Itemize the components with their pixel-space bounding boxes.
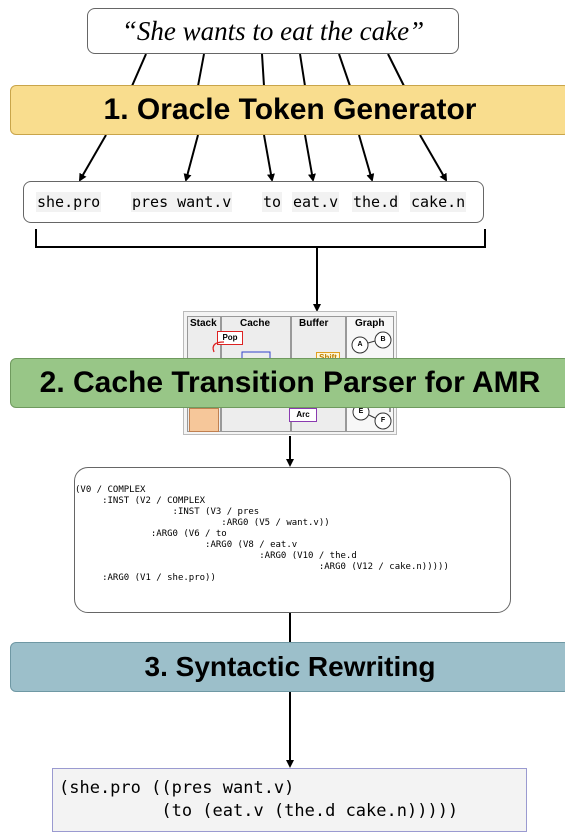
node-f-label: F (380, 417, 386, 424)
input-sentence: “She wants to eat the cake” (87, 8, 459, 54)
token-the-d: the.d (352, 192, 400, 212)
tokens-bracket (35, 229, 486, 248)
node-b-label: B (380, 336, 386, 343)
oracle-token-generator-band: 1. Oracle Token Generator (10, 85, 565, 135)
amr-line-8: :ARG0 (V12 / cake.n))))) (75, 562, 449, 572)
amr-line-4: :ARG0 (V5 / want.v)) (75, 518, 330, 528)
token-cake-n: cake.n (410, 192, 467, 212)
final-line-2: (to (eat.v (the.d cake.n))))) (59, 801, 459, 821)
amr-line-1: (V0 / COMPLEX (75, 485, 146, 495)
stack-title: Stack (190, 318, 217, 329)
syntactic-rewriting-band: 3. Syntactic Rewriting (10, 642, 565, 692)
graph-nodes (212, 331, 392, 430)
token-eat-v: eat.v (292, 192, 340, 212)
oracle-tokens-box: she.pro pres want.v to eat.v the.d cake.… (23, 181, 484, 223)
final-line-1: (she.pro ((pres want.v) (59, 778, 295, 798)
cache-transition-parser-band: 2. Cache Transition Parser for AMR (10, 358, 565, 408)
token-she-pro: she.pro (36, 192, 102, 212)
amr-line-9: :ARG0 (V1 / she.pro)) (75, 573, 216, 583)
oracle-to-tokens-arrows (78, 134, 448, 182)
node-e-label: E (358, 408, 364, 415)
arc-label: Arc (289, 408, 317, 422)
stack-block (189, 408, 219, 432)
token-to: to (262, 192, 283, 212)
buffer-title: Buffer (299, 318, 329, 329)
amr-output-box: (V0 / COMPLEX :INST (V2 / COMPLEX :INST … (74, 467, 511, 613)
amr-line-5: :ARG0 (V6 / to (75, 529, 227, 539)
amr-line-3: :INST (V3 / pres (75, 507, 260, 517)
sentence-to-oracle-lines (131, 53, 405, 87)
amr-line-6: :ARG0 (V8 / eat.v (75, 540, 298, 550)
graph-title: Graph (355, 318, 385, 329)
amr-line-7: :ARG0 (V10 / the.d (75, 551, 357, 561)
final-output-box: (she.pro ((pres want.v) (to (eat.v (the.… (52, 768, 527, 832)
amr-line-2: :INST (V2 / COMPLEX (75, 496, 206, 506)
node-a-label: A (357, 341, 363, 348)
cache-title: Cache (240, 318, 271, 329)
token-pres-want-v: pres want.v (131, 192, 233, 212)
